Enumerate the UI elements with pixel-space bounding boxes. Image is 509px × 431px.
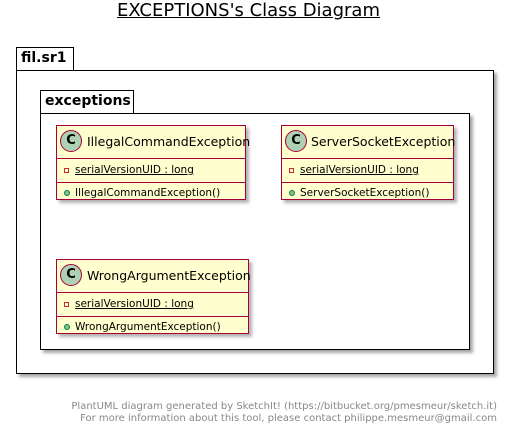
public-visibility-icon bbox=[289, 190, 295, 196]
private-visibility-icon bbox=[64, 168, 69, 173]
class-attribute: serialVersionUID : long bbox=[75, 298, 194, 310]
class-wrong-argument-exception: C WrongArgumentException serialVersionUI… bbox=[56, 259, 251, 334]
class-attribute: serialVersionUID : long bbox=[300, 164, 419, 176]
class-attributes: serialVersionUID : long bbox=[282, 159, 453, 183]
class-method: ServerSocketException() bbox=[300, 187, 430, 199]
footer: PlantUML diagram generated by SketchIt! … bbox=[71, 401, 497, 425]
class-methods: ServerSocketException() bbox=[282, 183, 453, 205]
class-methods: IllegalCommandException() bbox=[57, 183, 245, 205]
footer-line-2: For more information about this tool, pl… bbox=[80, 413, 497, 424]
class-name: WrongArgumentException bbox=[87, 268, 251, 283]
class-header: C ServerSocketException bbox=[282, 126, 456, 159]
package-name-fil-sr1: fil.sr1 bbox=[21, 50, 67, 66]
class-attributes: serialVersionUID : long bbox=[57, 159, 245, 183]
class-header: C IllegalCommandException bbox=[57, 126, 250, 159]
diagram-title: EXCEPTIONS's Class Diagram bbox=[117, 0, 380, 21]
package-name-exceptions: exceptions bbox=[45, 93, 131, 109]
public-visibility-icon bbox=[64, 190, 70, 196]
class-stereotype-icon: C bbox=[285, 130, 307, 152]
class-attributes: serialVersionUID : long bbox=[57, 293, 248, 317]
footer-line-1: PlantUML diagram generated by SketchIt! … bbox=[71, 401, 497, 412]
private-visibility-icon bbox=[64, 302, 69, 307]
class-method: WrongArgumentException() bbox=[75, 321, 221, 333]
private-visibility-icon bbox=[289, 168, 294, 173]
class-name: ServerSocketException bbox=[311, 134, 456, 149]
package-tab-fil-sr1: fil.sr1 bbox=[16, 47, 74, 71]
class-methods: WrongArgumentException() bbox=[57, 317, 248, 339]
class-name: IllegalCommandException bbox=[87, 134, 251, 149]
class-method: IllegalCommandException() bbox=[75, 187, 221, 199]
class-attribute: serialVersionUID : long bbox=[75, 164, 194, 176]
class-server-socket-exception: C ServerSocketException serialVersionUID… bbox=[281, 125, 456, 200]
class-illegal-command-exception: C IllegalCommandException serialVersionU… bbox=[56, 125, 250, 200]
public-visibility-icon bbox=[64, 324, 70, 330]
class-stereotype-icon: C bbox=[60, 130, 82, 152]
class-stereotype-icon: C bbox=[60, 264, 82, 286]
class-header: C WrongArgumentException bbox=[57, 260, 251, 293]
package-tab-exceptions: exceptions bbox=[40, 90, 134, 114]
